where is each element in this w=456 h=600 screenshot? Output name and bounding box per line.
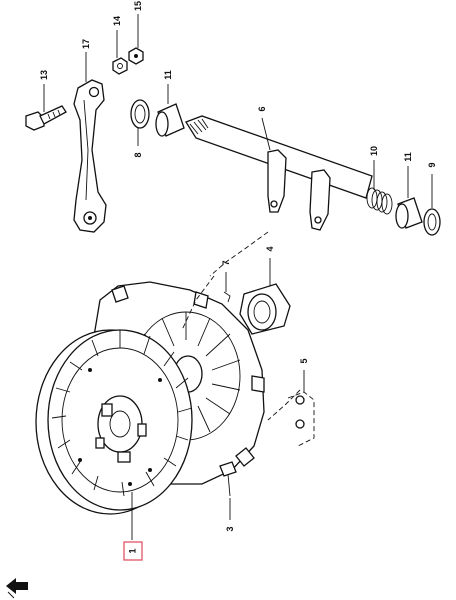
callout-11-right: 11 bbox=[403, 152, 413, 162]
callout-15: 15 bbox=[133, 1, 143, 11]
callout-11-top: 11 bbox=[163, 70, 173, 80]
callout-1: 1 bbox=[127, 548, 137, 553]
oil-seal-part[interactable] bbox=[130, 99, 150, 129]
callout-1-highlight[interactable]: 1 bbox=[123, 541, 143, 561]
callout-8: 8 bbox=[133, 152, 143, 157]
release-arm-part[interactable] bbox=[73, 79, 107, 233]
dowel-bolt-part[interactable] bbox=[219, 461, 237, 497]
callout-5: 5 bbox=[299, 358, 309, 363]
callout-13: 13 bbox=[39, 70, 49, 80]
seal-ring-part[interactable] bbox=[423, 208, 441, 236]
clutch-disc-part[interactable] bbox=[35, 329, 193, 515]
washer-part[interactable] bbox=[128, 47, 144, 65]
cover-bolt-set-part[interactable] bbox=[287, 391, 315, 447]
callout-14: 14 bbox=[112, 16, 122, 26]
highlight-box bbox=[123, 541, 143, 561]
bushing-right-part[interactable] bbox=[395, 197, 423, 229]
callout-7: 7 bbox=[221, 260, 231, 265]
release-shaft-part[interactable] bbox=[185, 115, 373, 231]
spring-part[interactable] bbox=[366, 187, 393, 215]
callout-3: 3 bbox=[225, 526, 235, 531]
bolt-part[interactable] bbox=[25, 105, 67, 131]
nut-part[interactable] bbox=[112, 57, 128, 75]
callout-6: 6 bbox=[257, 106, 267, 111]
callout-4: 4 bbox=[265, 246, 275, 251]
callout-17: 17 bbox=[81, 39, 91, 49]
bushing-top-part[interactable] bbox=[155, 103, 185, 137]
callout-9: 9 bbox=[427, 162, 437, 167]
clip-part[interactable] bbox=[223, 291, 231, 303]
front-direction-arrow-icon bbox=[6, 578, 28, 599]
callout-10: 10 bbox=[369, 146, 379, 156]
release-bearing-part[interactable] bbox=[239, 283, 291, 335]
